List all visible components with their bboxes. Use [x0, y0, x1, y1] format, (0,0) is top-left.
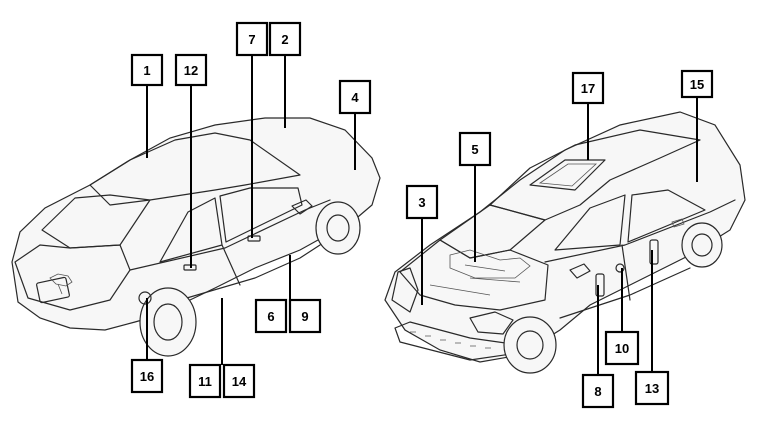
- callout-7-label: 7: [248, 32, 255, 47]
- callout-5-label: 5: [471, 142, 478, 157]
- front-car-engine-bay: [399, 239, 549, 311]
- rear-car-plate: [36, 276, 70, 304]
- front-car-left-fender: [391, 267, 419, 313]
- rear-view-car: [11, 117, 381, 357]
- rear-car-beltline: [129, 199, 331, 271]
- callout-15: 15: [680, 69, 714, 99]
- front-car-rear-wheel: [681, 222, 723, 268]
- callout-6-label: 6: [267, 309, 274, 324]
- rear-car-mirror: [291, 199, 313, 215]
- rear-car-front-wheel-hub: [326, 214, 350, 242]
- front-car-mirror: [569, 263, 591, 279]
- front-car-rocker: [559, 267, 691, 319]
- rear-car-door-split: [221, 244, 241, 286]
- front-car-headlight: [469, 311, 514, 335]
- leader-lines: [146, 55, 698, 375]
- rear-car-rear-wheel-hub: [153, 303, 183, 341]
- front-car-side-window-rear: [627, 189, 706, 243]
- callout-3-label: 3: [418, 195, 425, 210]
- callout-11: 11: [188, 363, 222, 399]
- rear-car-trunk-lock: [49, 273, 73, 295]
- rear-car-side-window-rear: [159, 197, 223, 263]
- callout-16-label: 16: [140, 369, 154, 384]
- callout-12-label: 12: [184, 63, 198, 78]
- callout-1: 1: [130, 53, 164, 87]
- front-car-bumper-holes: [410, 331, 491, 349]
- front-car-side-window-front: [554, 194, 626, 251]
- front-car-rear-door-handle: [671, 218, 685, 228]
- rear-car-rear-wheel: [139, 287, 197, 357]
- callout-4: 4: [338, 79, 372, 115]
- callout-5: 5: [458, 131, 492, 167]
- front-car-front-wheel-hub: [516, 330, 544, 360]
- rear-car-front-door-handle: [247, 235, 261, 242]
- callout-8: 8: [581, 373, 615, 409]
- callout-10-label: 10: [615, 341, 629, 356]
- front-car-front-wheel: [503, 316, 557, 374]
- callout-6: 6: [254, 298, 288, 334]
- front-view-car: [384, 111, 746, 374]
- callout-17: 17: [571, 71, 605, 105]
- callout-3: 3: [405, 184, 439, 220]
- callout-2-label: 2: [281, 32, 288, 47]
- callout-15-label: 15: [690, 77, 704, 92]
- callout-13-label: 13: [645, 381, 659, 396]
- callout-11-label: 11: [198, 374, 212, 389]
- front-car-beltline: [544, 199, 736, 263]
- callout-16: 16: [130, 358, 164, 394]
- callout-13: 13: [634, 370, 670, 406]
- rear-car-fuel-door: [138, 291, 152, 305]
- rear-car-rocker: [179, 244, 321, 301]
- rear-car-side-window-front: [219, 187, 303, 243]
- front-car-front-door-lock: [615, 263, 625, 273]
- callout-9: 9: [288, 298, 322, 334]
- front-car-sunroof: [529, 159, 606, 191]
- callout-10: 10: [604, 330, 640, 366]
- callouts: 1 2 3 4 5 6 7 8: [130, 21, 714, 409]
- callout-9-label: 9: [301, 309, 308, 324]
- front-car-engine-detail: [429, 249, 531, 296]
- rear-car-front-wheel: [315, 201, 361, 255]
- front-car-front-door-latch: [595, 273, 605, 297]
- front-car-sunroof-inner: [538, 163, 598, 187]
- front-car-roof: [489, 129, 701, 221]
- callout-14: 14: [222, 363, 256, 399]
- front-car-door-split: [621, 244, 631, 301]
- front-car-rear-door-latch: [649, 239, 659, 265]
- callout-2: 2: [268, 21, 302, 57]
- front-car-rear-wheel-hub: [691, 233, 713, 257]
- callout-4-label: 4: [351, 90, 359, 105]
- rear-car-roof: [89, 132, 301, 206]
- rear-car-body: [11, 117, 381, 331]
- callout-14-label: 14: [232, 374, 247, 389]
- callout-1-label: 1: [143, 63, 150, 78]
- callout-17-label: 17: [581, 81, 595, 96]
- callout-7: 7: [235, 21, 269, 57]
- callout-8-label: 8: [594, 384, 601, 399]
- callout-12: 12: [174, 53, 208, 87]
